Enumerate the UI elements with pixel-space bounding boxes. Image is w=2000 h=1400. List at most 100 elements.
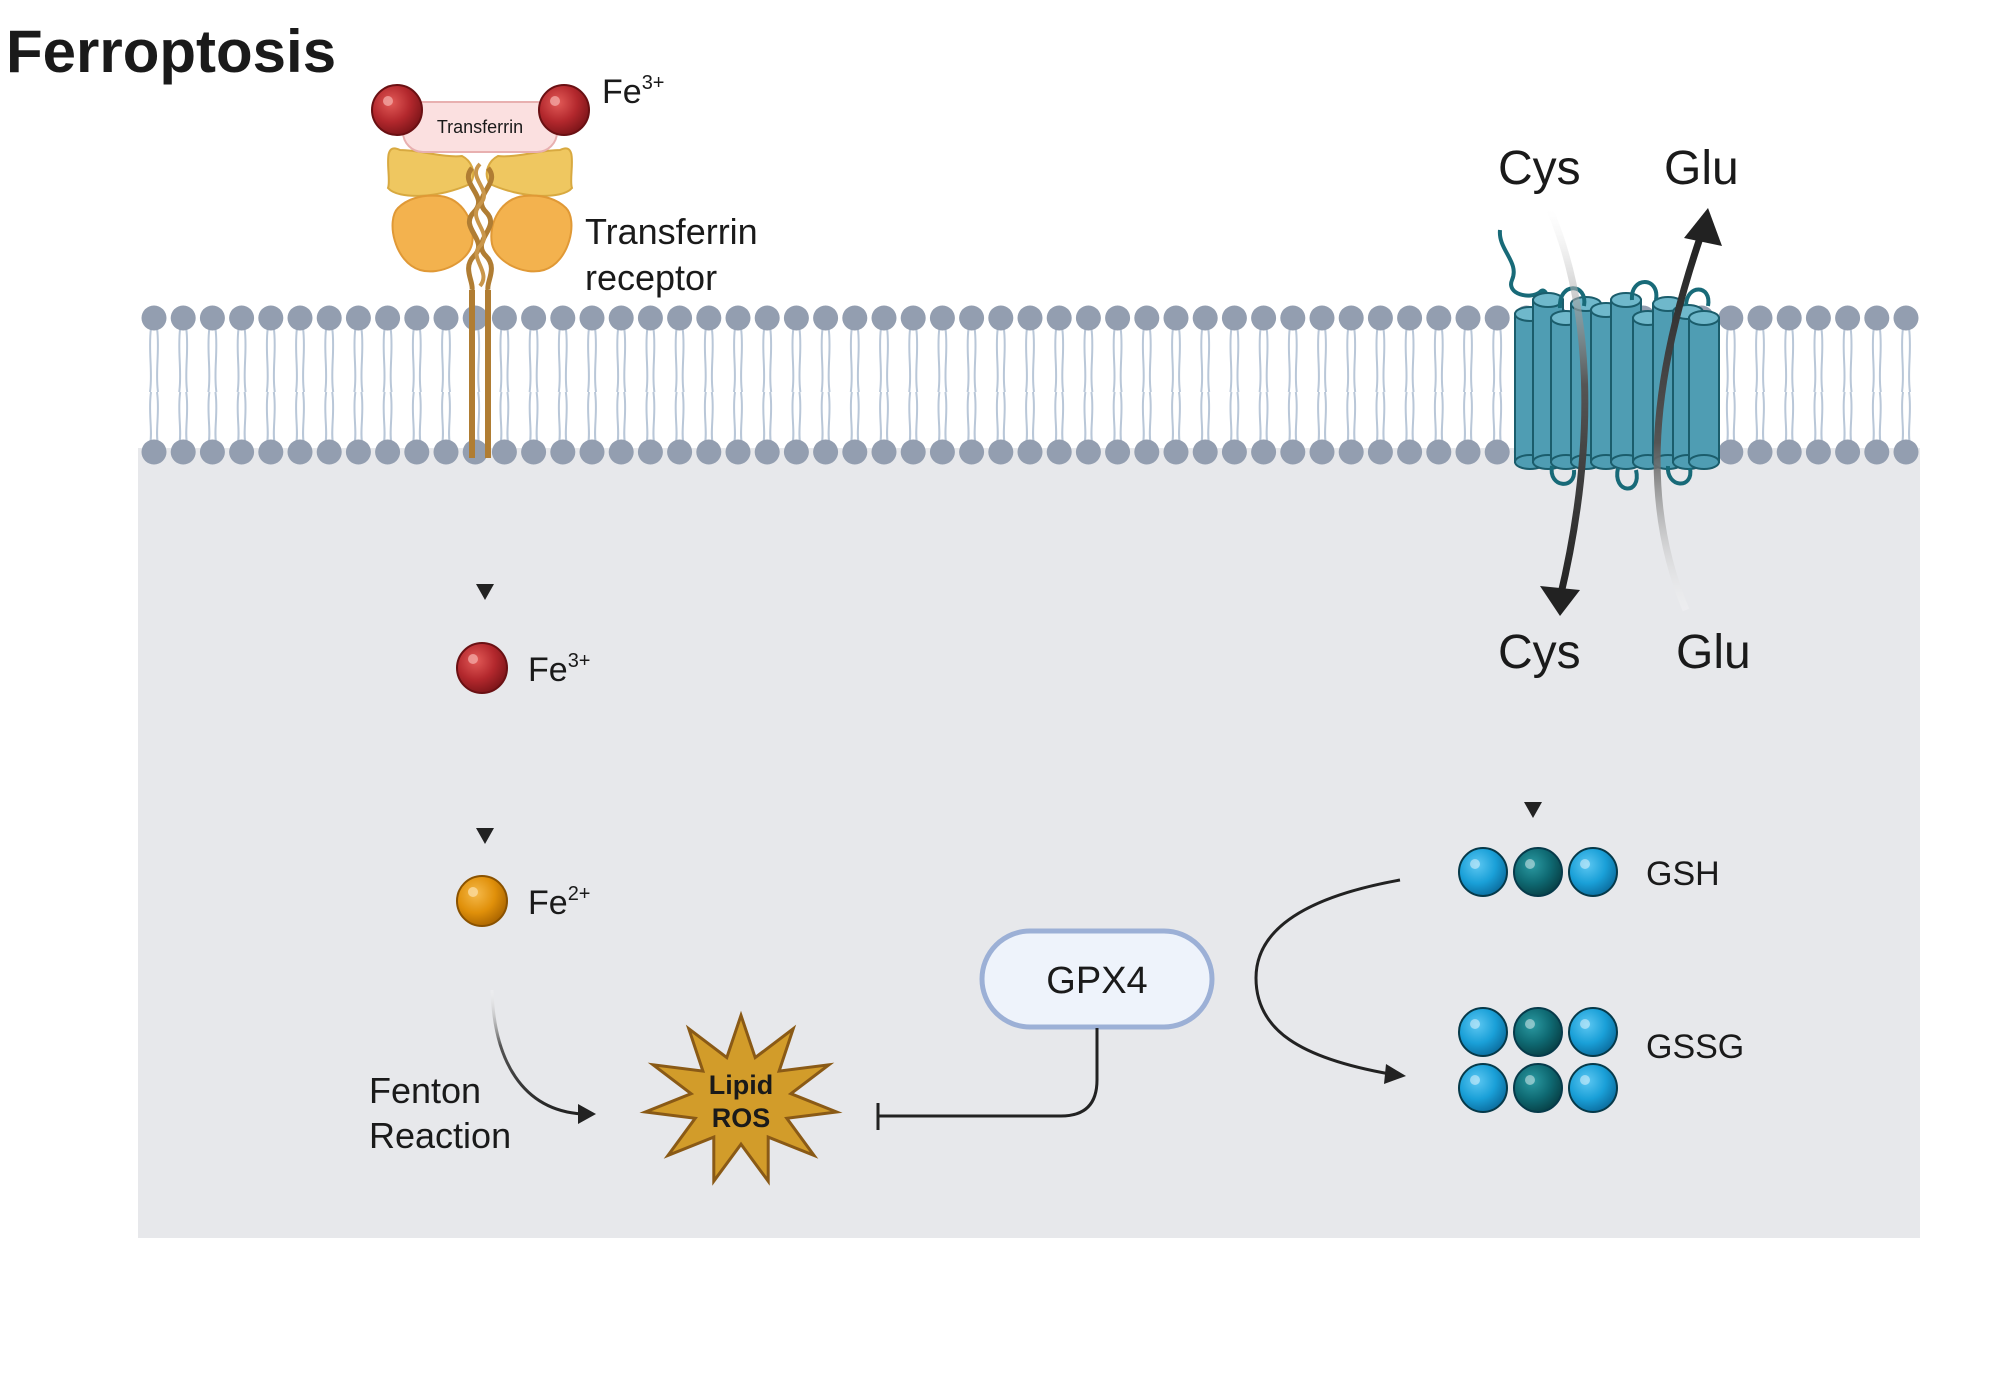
lipid-head-outer — [170, 305, 196, 331]
lipid-head-inner — [900, 439, 926, 465]
iron3-ion-left — [371, 84, 423, 136]
lipid-head-outer — [1776, 305, 1802, 331]
lipid-head-outer — [1397, 305, 1423, 331]
lipid-head-outer — [375, 305, 401, 331]
lipid-head-inner — [959, 439, 985, 465]
gpx4-inhibition-line — [878, 1028, 1099, 1118]
transferrin-protein: Transferrin — [402, 101, 558, 153]
lipid-head-outer — [1835, 305, 1861, 331]
lipid-head-inner — [1718, 439, 1744, 465]
lipid-head-inner — [491, 439, 517, 465]
glutathione-bead-light — [1568, 1063, 1618, 1113]
lipid-head-outer — [141, 305, 167, 331]
lipid-head-outer — [258, 305, 284, 331]
receptor-upper-right-lobe — [485, 147, 574, 197]
lipid-head-outer — [1338, 305, 1364, 331]
glutathione-bead-dark — [1513, 1007, 1563, 1057]
glutathione-bead-light — [1458, 1007, 1508, 1057]
lipid-head-outer — [667, 305, 693, 331]
lipid-head-outer — [1163, 305, 1189, 331]
lipid-head-outer — [491, 305, 517, 331]
lipid-head-inner — [287, 439, 313, 465]
lipid-head-inner — [667, 439, 693, 465]
lipid-head-inner — [1484, 439, 1510, 465]
lipid-head-outer — [199, 305, 225, 331]
cystine-glutamate-transporter — [1497, 229, 1720, 491]
iron3-ion-right — [538, 84, 590, 136]
page-title: Ferroptosis — [6, 18, 336, 85]
lipid-head-outer — [1805, 305, 1831, 331]
gpx4-label: GPX4 — [1046, 960, 1147, 1002]
lipid-head-inner — [229, 439, 255, 465]
lipid-head-outer — [1134, 305, 1160, 331]
lipid-head-inner — [725, 439, 751, 465]
lipid-head-outer — [1484, 305, 1510, 331]
lipid-head-inner — [404, 439, 430, 465]
lipid-head-outer — [754, 305, 780, 331]
lipid-head-outer — [1718, 305, 1744, 331]
lipid-head-inner — [375, 439, 401, 465]
lipid-head-inner — [433, 439, 459, 465]
lipid-head-inner — [783, 439, 809, 465]
lipid-head-inner — [871, 439, 897, 465]
glutathione-bead-dark — [1513, 847, 1563, 897]
lipid-head-inner — [462, 439, 488, 465]
fenton-reaction-arrow — [490, 989, 583, 1116]
glutathione-bead-light — [1568, 1007, 1618, 1057]
lipid-head-inner — [1776, 439, 1802, 465]
cytosolic-fe3-ion — [456, 642, 508, 694]
lipid-head-outer — [287, 305, 313, 331]
transferrin-receptor — [386, 147, 574, 458]
transferrin-label: Transferrin — [437, 117, 523, 137]
cys-import-arrowhead — [1540, 586, 1580, 616]
lipid-head-outer — [404, 305, 430, 331]
lipid-ros-burst: Lipid ROS — [639, 1010, 843, 1186]
cell-membrane — [141, 305, 1919, 465]
lipid-head-outer — [696, 305, 722, 331]
lipid-head-outer — [1017, 305, 1043, 331]
lipid-head-outer — [725, 305, 751, 331]
lipid-head-outer — [1747, 305, 1773, 331]
lipid-head-inner — [1309, 439, 1335, 465]
cys-inside-label: Cys — [1498, 626, 1581, 679]
gsh-molecules — [1458, 847, 1618, 897]
glu-export-arrowhead — [1684, 208, 1722, 246]
lipid-head-outer — [1075, 305, 1101, 331]
lipid-head-outer — [1893, 305, 1919, 331]
lipid-head-outer — [842, 305, 868, 331]
lipid-head-inner — [1192, 439, 1218, 465]
lipid-head-outer — [871, 305, 897, 331]
extracellular-fe3-label: Fe3+ — [602, 72, 665, 111]
lipid-head-inner — [1455, 439, 1481, 465]
receptor-upper-left-lobe — [386, 147, 475, 197]
lipid-head-inner — [637, 439, 663, 465]
transporter-helix — [1688, 310, 1720, 470]
glutathione-bead-dark — [1513, 1063, 1563, 1113]
lipid-head-inner — [1251, 439, 1277, 465]
fenton-reaction-label: Fenton Reaction — [369, 1070, 511, 1156]
fe2-ion — [456, 875, 508, 927]
lipid-head-outer — [1367, 305, 1393, 331]
receptor-lower-right-lobe — [490, 194, 573, 273]
lipid-head-outer — [929, 305, 955, 331]
lipid-head-inner — [1163, 439, 1189, 465]
lipid-head-inner — [170, 439, 196, 465]
lipid-head-outer — [608, 305, 634, 331]
lipid-ros-label-line2: ROS — [712, 1103, 771, 1133]
glu-export-arrow — [1653, 236, 1704, 612]
lipid-head-outer — [316, 305, 342, 331]
lipid-head-outer — [229, 305, 255, 331]
lipid-head-outer — [550, 305, 576, 331]
lipid-head-inner — [988, 439, 1014, 465]
lipid-head-inner — [1338, 439, 1364, 465]
lipid-head-inner — [1397, 439, 1423, 465]
lipid-head-outer — [1046, 305, 1072, 331]
glutathione-bead-light — [1568, 847, 1618, 897]
lipid-head-inner — [579, 439, 605, 465]
cys-import-arrow — [1546, 208, 1589, 599]
lipid-ros-label-line1: Lipid — [709, 1070, 773, 1100]
lipid-head-inner — [316, 439, 342, 465]
receptor-lower-left-lobe — [391, 194, 474, 273]
lipid-head-outer — [813, 305, 839, 331]
